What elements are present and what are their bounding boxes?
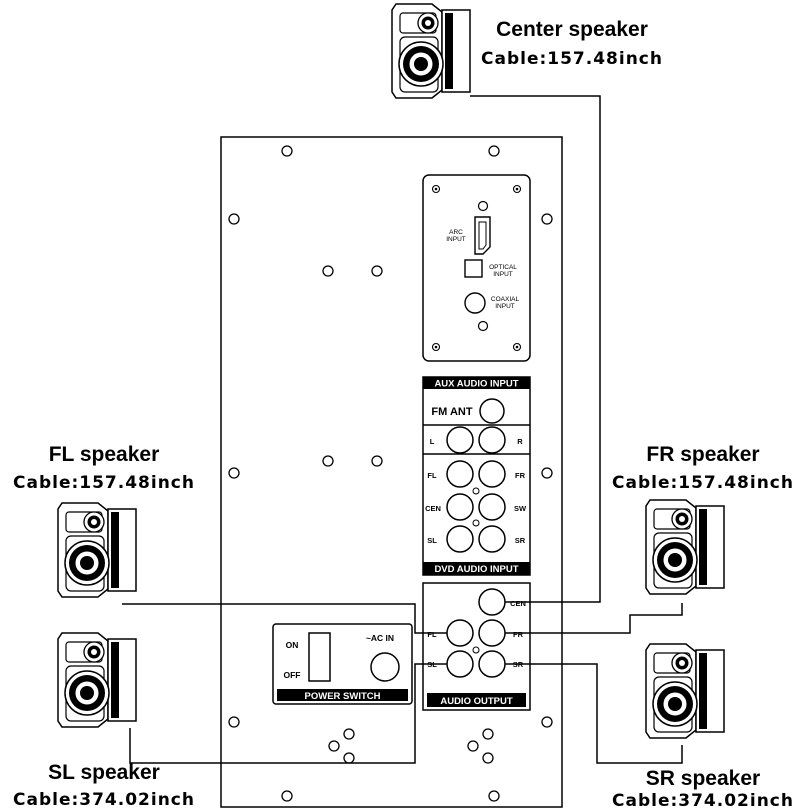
dvd-sr-label: SR xyxy=(515,536,526,545)
coaxial-input-label-1: COAXIAL xyxy=(491,296,520,303)
center-speaker-icon xyxy=(391,3,471,99)
arc-input-label-2: INPUT xyxy=(446,236,466,243)
aux-left-label: L xyxy=(430,437,435,446)
out-cen-label: CEN xyxy=(510,599,526,608)
dvd-sw-label: SW xyxy=(514,504,527,513)
sr-speaker-icon xyxy=(645,643,725,739)
fl-cable xyxy=(122,603,447,634)
dvd-sr-jack[interactable] xyxy=(478,525,506,553)
out-sl-jack[interactable] xyxy=(446,650,474,678)
center-speaker-label: Center speaker xyxy=(496,18,648,41)
optical-input-label-1: OPTICAL xyxy=(489,264,517,271)
power-switch-title: POWER SWITCH xyxy=(305,691,381,702)
fl-speaker-label: FL speaker xyxy=(49,443,160,466)
ac-in-socket[interactable] xyxy=(370,652,400,682)
arc-hdmi-port[interactable] xyxy=(474,216,491,255)
power-off-label: OFF xyxy=(284,670,301,680)
dvd-cen-label: CEN xyxy=(425,504,441,513)
power-toggle-switch[interactable] xyxy=(308,632,331,682)
fl-cable-label: Cable:157.48inch xyxy=(13,473,195,493)
dvd-fr-jack[interactable] xyxy=(478,460,506,488)
fm-ant-label: FM ANT xyxy=(431,406,472,418)
dvd-cen-jack[interactable] xyxy=(446,493,474,521)
fr-cable xyxy=(505,603,683,634)
power-switch-block: ON OFF ~AC IN POWER SWITCH xyxy=(272,623,413,705)
dvd-fr-label: FR xyxy=(515,471,526,480)
dvd-sl-jack[interactable] xyxy=(446,525,474,553)
aux-audio-input-title: AUX AUDIO INPUT xyxy=(434,379,518,390)
fr-speaker-icon xyxy=(645,499,725,595)
sl-cable xyxy=(129,663,447,764)
dvd-sw-jack[interactable] xyxy=(478,493,506,521)
aux-right-label: R xyxy=(517,437,523,446)
center-cable-label: Cable:157.48inch xyxy=(481,49,663,69)
fl-speaker-icon xyxy=(57,502,137,598)
out-fr-label: FR xyxy=(513,630,524,639)
coaxial-port[interactable] xyxy=(464,292,486,314)
center-cable xyxy=(470,95,601,603)
audio-output-title: AUDIO OUTPUT xyxy=(440,696,513,707)
speaker-cables xyxy=(122,95,683,764)
sl-speaker-icon xyxy=(57,632,137,728)
fr-cable-label: Cable:157.48inch xyxy=(612,473,794,493)
out-fl-jack[interactable] xyxy=(446,619,474,647)
digital-input-panel: ARC INPUT OPTICAL INPUT COAXIAL INPUT xyxy=(422,174,531,362)
dvd-fl-label: FL xyxy=(427,471,437,480)
sr-speaker-label: SR speaker xyxy=(646,767,760,790)
out-fl-label: FL xyxy=(427,630,437,639)
dvd-fl-jack[interactable] xyxy=(446,460,474,488)
out-fr-jack[interactable] xyxy=(478,619,506,647)
ac-in-label: ~AC IN xyxy=(366,633,394,643)
power-on-label: ON xyxy=(286,640,299,650)
dvd-audio-input-title: DVD AUDIO INPUT xyxy=(434,564,518,575)
coaxial-input-label-2: INPUT xyxy=(495,303,515,310)
aux-dvd-input-block: AUX AUDIO INPUT FM ANT L R FL FR CEN SW … xyxy=(422,376,531,576)
out-sr-jack[interactable] xyxy=(478,650,506,678)
sr-cable-label: Cable:374.02inch xyxy=(612,791,794,811)
optical-input-label-2: INPUT xyxy=(493,271,513,278)
optical-port[interactable] xyxy=(464,259,483,278)
dvd-sl-label: SL xyxy=(427,536,437,545)
aux-left-jack[interactable] xyxy=(446,426,474,454)
fm-ant-jack[interactable] xyxy=(479,398,505,424)
arc-input-label-1: ARC xyxy=(449,229,463,236)
sl-cable-label: Cable:374.02inch xyxy=(13,790,195,810)
aux-right-jack[interactable] xyxy=(478,426,506,454)
sr-cable xyxy=(505,663,683,764)
fr-speaker-label: FR speaker xyxy=(646,443,759,466)
sl-speaker-label: SL speaker xyxy=(48,761,160,784)
out-cen-jack[interactable] xyxy=(478,588,506,616)
